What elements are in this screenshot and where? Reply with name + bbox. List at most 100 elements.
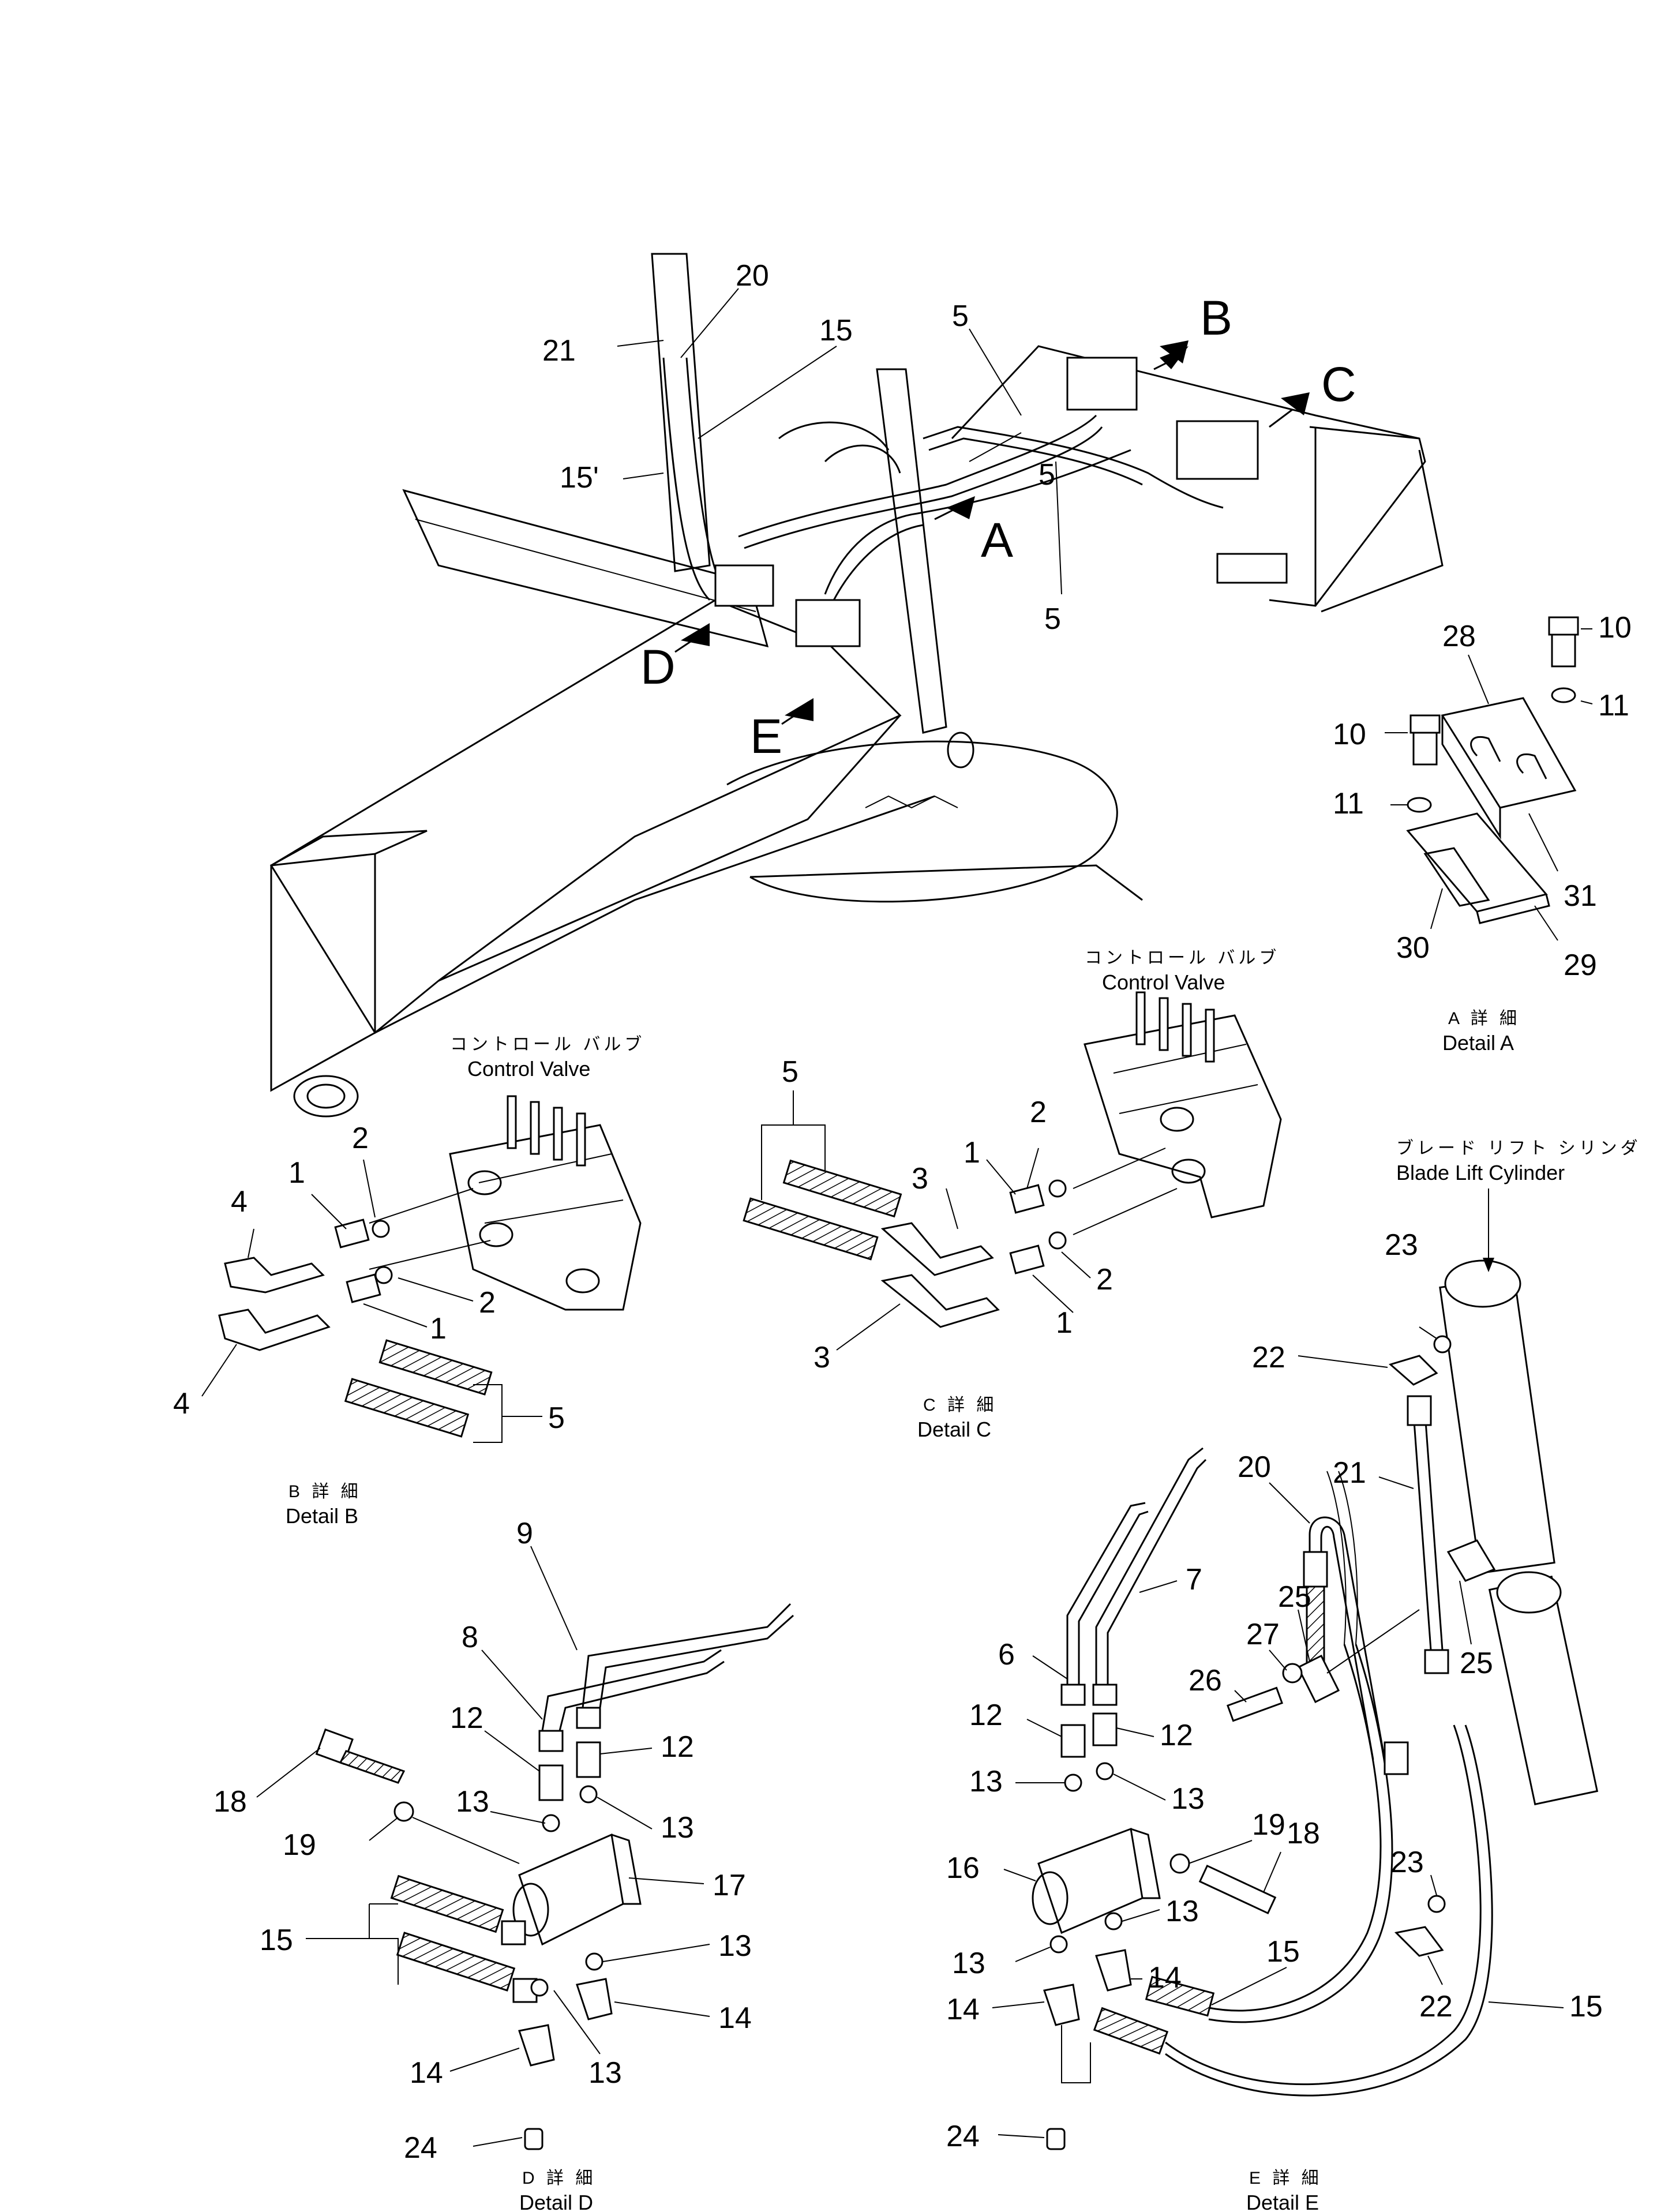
o-ring-23-top (1433, 1335, 1452, 1354)
detail-a-marker: A (981, 513, 1013, 567)
valve-16 (1037, 1827, 1144, 1934)
callout-29: 29 (1564, 948, 1597, 982)
o-ring-13-right (579, 1785, 598, 1804)
callout-24: 24 (404, 2131, 437, 2165)
callout-5: 5 (1039, 458, 1055, 492)
detail-a-caption-jp: A 詳 細 (1448, 1009, 1520, 1028)
callout-23: 23 (1390, 1846, 1424, 1879)
callout-13: 13 (588, 2056, 622, 2090)
blade-lift-cylinder (1439, 1276, 1555, 1574)
plug-24 (1046, 2128, 1066, 2150)
washer-11-left (1407, 797, 1432, 813)
hose-15-bottom (396, 1932, 516, 1992)
detail-d-marker: D (640, 640, 676, 694)
detail-c-caption: Detail C (917, 1418, 991, 1441)
drawbar-frame (269, 599, 902, 1034)
main-view: A B C D E 20 15 21 15' 5 5 5 (269, 253, 1444, 1118)
callout-14: 14 (1148, 1961, 1182, 1994)
lift-cylinder-left (651, 253, 711, 572)
callout-22: 22 (1252, 1341, 1285, 1374)
callout-15: 15 (1266, 1935, 1300, 1969)
callout-13: 13 (718, 1929, 752, 1963)
hose-5-top (782, 1159, 902, 1218)
detail-a-caption: Detail A (1442, 1031, 1514, 1055)
callout-23: 23 (1385, 1228, 1418, 1262)
callout-30: 30 (1396, 931, 1430, 965)
callout-8: 8 (462, 1621, 478, 1654)
callout-3: 3 (813, 1341, 830, 1374)
callout-1: 1 (288, 1156, 305, 1190)
callout-13: 13 (661, 1811, 694, 1844)
o-ring-23-bottom (1427, 1895, 1446, 1913)
callout-10: 10 (1598, 611, 1632, 644)
control-valve-label-jp: コントロール バルブ (1085, 948, 1280, 968)
detail-b-marker: B (1200, 291, 1232, 345)
elbow-4-top (224, 1257, 325, 1294)
o-ring-13-left (542, 1814, 560, 1832)
callout-11: 11 (1598, 689, 1629, 722)
arrow-b-icon (1160, 340, 1189, 363)
hose-5-bottom (743, 1197, 879, 1261)
callout-2: 2 (1096, 1263, 1113, 1296)
arrow-c-icon (1281, 392, 1310, 415)
o-ring-2-bottom (374, 1266, 393, 1284)
callout-4: 4 (231, 1185, 248, 1219)
callout-5: 5 (548, 1401, 565, 1435)
callout-14: 14 (946, 1993, 980, 2026)
lift-cylinder-right (876, 368, 947, 734)
tube-6 (1066, 1502, 1146, 1685)
callout-4: 4 (173, 1387, 190, 1420)
callout-17: 17 (713, 1869, 746, 1902)
detail-a: 10 10 11 11 28 31 30 29 A 詳 細 Detail A (1333, 611, 1632, 1055)
elbow-14-right (576, 1978, 613, 2020)
callout-14: 14 (410, 2056, 443, 2090)
detail-e-caption: Detail E (1246, 2191, 1319, 2212)
adapter-12-right (1092, 1712, 1118, 1746)
callout-21: 21 (542, 334, 576, 368)
o-ring-2-top (372, 1220, 390, 1238)
control-valve-b-main (1066, 357, 1138, 411)
elbow-22-bottom (1394, 1926, 1444, 1957)
callout-9: 9 (516, 1517, 533, 1550)
callout-25: 25 (1460, 1647, 1493, 1680)
o-ring-13-lower (585, 1952, 603, 1971)
control-valve-c-main (1176, 420, 1259, 480)
o-ring-13-right (1096, 1762, 1114, 1780)
o-ring-13-left (1064, 1774, 1082, 1792)
detail-c-caption-jp: C 詳 細 (923, 1396, 997, 1415)
o-ring-13-low (1049, 1935, 1068, 1954)
detail-d: 9 8 12 12 13 13 18 19 17 15 13 14 14 13 … (213, 1517, 794, 2212)
callout-24: 24 (946, 2120, 980, 2153)
elbow-14-left (518, 2024, 555, 2067)
front-box (270, 853, 376, 1092)
callout-15: 15 (1569, 1990, 1603, 2023)
blade-lift-cylinder-label: Blade Lift Cylinder (1396, 1161, 1565, 1184)
adapter-1-bottom (346, 1273, 381, 1303)
callout-12: 12 (1160, 1719, 1193, 1752)
clamp-25-right (1446, 1539, 1496, 1582)
callout-25: 25 (1278, 1580, 1311, 1614)
tube-9 (582, 1603, 792, 1708)
tube-21 (1412, 1413, 1432, 1651)
adapter-12-left (1060, 1724, 1086, 1758)
o-ring-2-bottom (1048, 1231, 1067, 1250)
control-valve-label: Control Valve (467, 1057, 590, 1081)
callout-5: 5 (782, 1055, 798, 1089)
callout-7: 7 (1186, 1563, 1202, 1596)
detail-b: 1 2 4 2 1 4 5 コントロール バルブ Control Valve B… (173, 1035, 645, 1528)
callout-13: 13 (969, 1765, 1003, 1798)
o-ring-13-lowest (530, 1978, 549, 1997)
valve-d-main (714, 564, 774, 607)
arrow-e-icon (785, 698, 813, 721)
circle (726, 740, 1118, 903)
callout-20: 20 (736, 259, 769, 293)
detail-b-caption-jp: B 詳 細 (288, 1482, 362, 1501)
arrow-d-icon (681, 623, 710, 646)
callout-13: 13 (1171, 1782, 1205, 1816)
o-ring-13-mid (1104, 1912, 1123, 1930)
control-valve-label-jp: コントロール バルブ (450, 1035, 645, 1054)
adapter-1-bottom (1009, 1244, 1045, 1274)
valve-e-main (795, 599, 861, 647)
callout-26: 26 (1189, 1664, 1222, 1697)
callout-2: 2 (1030, 1096, 1047, 1129)
